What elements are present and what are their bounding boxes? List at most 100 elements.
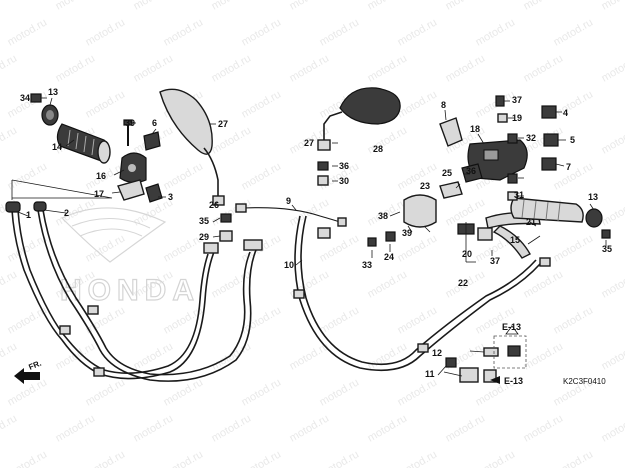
watermark-text: motod.ru [240, 88, 284, 120]
watermark-text: motod.ru [210, 124, 254, 156]
watermark-text: motod.ru [318, 304, 362, 336]
watermark-text: motod.ru [600, 196, 625, 228]
watermark-text: motod.ru [0, 412, 19, 444]
nut-36-left [220, 213, 232, 223]
callout-9: 9 [286, 196, 291, 206]
callout-31: 31 [514, 190, 524, 200]
callout-29: 29 [199, 232, 209, 242]
left-grip-14 [56, 123, 111, 164]
cable-bracket [11, 179, 113, 199]
watermark-text: motod.ru [366, 0, 410, 13]
switch-16 [119, 152, 147, 184]
part-3 [145, 183, 163, 203]
part-26 [461, 163, 483, 183]
grip-end-13-right [585, 208, 603, 228]
watermark-text: motod.ru [0, 52, 19, 84]
screw-34 [367, 237, 377, 247]
watermark-text: motod.ru [600, 340, 625, 372]
brand-logo: HONDA [59, 207, 195, 308]
callout-39: 39 [402, 228, 412, 238]
callout-19: 19 [512, 113, 522, 123]
callout-28: 28 [373, 144, 383, 154]
watermark-text: motod.ru [396, 88, 440, 120]
watermark-text: motod.ru [240, 304, 284, 336]
callout-38: 38 [378, 211, 388, 221]
callout-24: 24 [384, 252, 394, 262]
switch-assy-23 [477, 227, 493, 241]
watermark-text: motod.ru [522, 0, 566, 13]
watermark-text: motod.ru [552, 448, 596, 468]
watermark-text: motod.ru [318, 376, 362, 408]
watermark-text: motod.ru [444, 0, 488, 13]
callout-18: 18 [470, 124, 480, 134]
callout-30: 30 [339, 176, 349, 186]
watermark-text: motod.ru [600, 0, 625, 13]
callout-25: 25 [442, 168, 452, 178]
cable-1 [5, 201, 215, 380]
callout-1: 1 [26, 210, 31, 220]
cable-10 [293, 215, 551, 372]
callout-17: 17 [94, 189, 104, 199]
part-7 [541, 157, 557, 171]
screw-19 [497, 113, 508, 123]
watermark-text: motod.ru [444, 412, 488, 444]
screw-35-right [601, 229, 611, 239]
callout-14: 14 [52, 142, 62, 152]
watermark-text: motod.ru [288, 412, 332, 444]
leader-lines [17, 97, 607, 377]
watermark-text: motod.ru [132, 0, 176, 13]
watermark-text: motod.ru [552, 160, 596, 192]
watermark-text: motod.ru [162, 448, 206, 468]
watermark-text: motod.ru [474, 88, 518, 120]
watermark-text: motod.ru [0, 340, 19, 372]
section-ref-upper: E-13 [502, 322, 521, 332]
screw-33 [507, 133, 518, 144]
right-mirror-29 [317, 87, 401, 151]
watermark-text: motod.ru [132, 340, 176, 372]
watermark-text: motod.ru [240, 376, 284, 408]
nut-36-center [317, 161, 329, 171]
adjuster-31 [317, 175, 329, 186]
left-mirror-28 [159, 88, 225, 206]
screw-25 [385, 231, 396, 242]
watermark-text: motod.ru [6, 376, 50, 408]
watermark-text: motod.ru [318, 448, 362, 468]
watermark-text: motod.ru [600, 124, 625, 156]
cable-clamp-11 [445, 357, 479, 383]
callout-37: 37 [490, 256, 500, 266]
watermark-text: motod.ru [366, 52, 410, 84]
watermark-text: motod.ru [162, 16, 206, 48]
watermark-text: motod.ru [396, 160, 440, 192]
watermark-text: motod.ru [474, 448, 518, 468]
callout-15: 15 [510, 235, 520, 245]
watermark-text: motod.ru [396, 16, 440, 48]
part-6 [143, 131, 161, 151]
callout-11: 11 [425, 369, 435, 379]
watermark-text: motod.ru [162, 160, 206, 192]
watermark-text: motod.ru [54, 0, 98, 13]
callout-39: 39 [125, 118, 135, 128]
callout-2: 2 [64, 208, 69, 218]
watermark-text: motod.ru [552, 232, 596, 264]
watermark-text: motod.ru [210, 412, 254, 444]
watermark-text: motod.ru [210, 52, 254, 84]
watermark-text: motod.ru [210, 268, 254, 300]
watermark-text: motod.ru [600, 52, 625, 84]
callout-27: 27 [218, 119, 228, 129]
watermark-text: motod.ru [54, 412, 98, 444]
callout-4: 4 [563, 108, 568, 118]
watermark-text: motod.ru [366, 268, 410, 300]
watermark-text: motod.ru [84, 448, 128, 468]
callout-13: 13 [48, 87, 58, 97]
watermark-text: motod.ru [0, 124, 19, 156]
cable-2 [33, 201, 263, 382]
callout-26: 26 [209, 200, 219, 210]
callout-34: 34 [20, 93, 30, 103]
callout-23: 23 [420, 181, 430, 191]
watermark-text: motod.ru [0, 0, 19, 13]
callout-5: 5 [570, 135, 575, 145]
